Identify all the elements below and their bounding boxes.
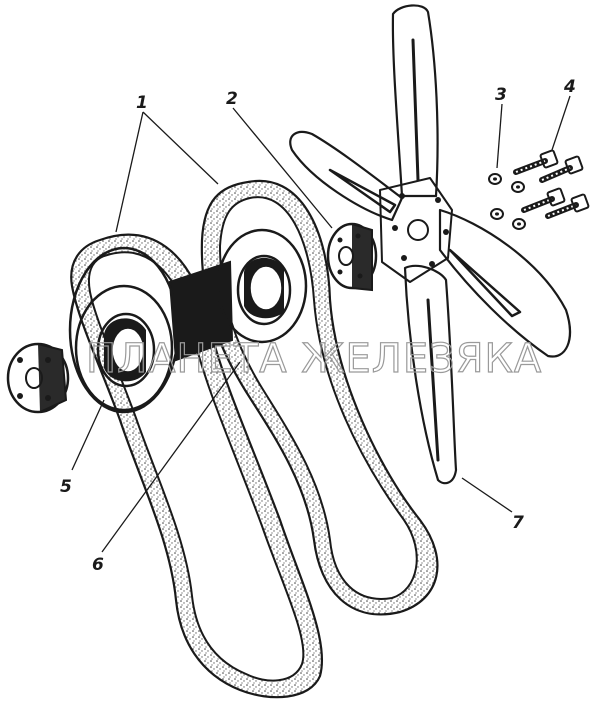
washers <box>488 173 526 230</box>
leader-lines <box>71 95 571 553</box>
fan-rivet <box>392 225 398 231</box>
fan-pulley-hub <box>326 222 378 292</box>
watermark: ПЛАНЕТА ЖЕЛЕЗЯКА <box>86 336 542 382</box>
fan-rivet <box>429 261 435 267</box>
fan-blade-bottom-rib <box>426 298 440 462</box>
washer-hole <box>495 212 499 216</box>
crank-hub-bore <box>25 367 43 389</box>
fan-blade-left <box>289 130 404 222</box>
callout-6: 6 <box>92 555 104 575</box>
washer-hole <box>516 185 520 189</box>
fan-hub-center <box>407 219 429 241</box>
washer <box>512 218 526 230</box>
bolt <box>513 149 559 175</box>
fan-rivet <box>401 255 407 261</box>
callout-3: 3 <box>495 85 507 105</box>
washer <box>511 181 525 193</box>
fan-rivet <box>399 193 405 199</box>
callout-2: 2 <box>226 89 238 109</box>
fan-rivet <box>435 197 441 203</box>
washer-hole <box>517 222 521 226</box>
bolt <box>539 155 584 183</box>
fan-blade-left-rib <box>328 168 397 214</box>
fan-blade-top <box>391 4 439 198</box>
double-pulley <box>68 228 308 414</box>
pulley-right-bore <box>236 254 292 326</box>
pulley-right-face <box>216 228 308 344</box>
callout-5: 5 <box>60 477 72 497</box>
fan-assembly <box>289 4 571 485</box>
crank-hub <box>6 342 70 414</box>
fan-blade-top-rib <box>411 38 420 182</box>
fan-blade-bottom <box>403 264 458 485</box>
callout-1: 1 <box>136 93 148 113</box>
callout-7: 7 <box>512 513 524 533</box>
pulley-left-rim <box>68 246 180 414</box>
pulley-spacer <box>168 260 234 362</box>
washer <box>490 208 504 220</box>
washer <box>488 173 502 185</box>
bolt <box>545 193 590 219</box>
callout-4: 4 <box>563 77 576 97</box>
fan-blade-right-rib <box>448 248 522 318</box>
hub-bore <box>338 246 354 266</box>
fan-blade-right <box>438 208 571 358</box>
bolt <box>521 187 566 213</box>
fan-rivet <box>443 229 449 235</box>
pulley-left-bore <box>96 312 156 388</box>
washer-hole <box>493 177 497 181</box>
bolts <box>513 149 590 219</box>
fan-hub <box>379 177 453 283</box>
pulley-left-face <box>74 284 174 412</box>
